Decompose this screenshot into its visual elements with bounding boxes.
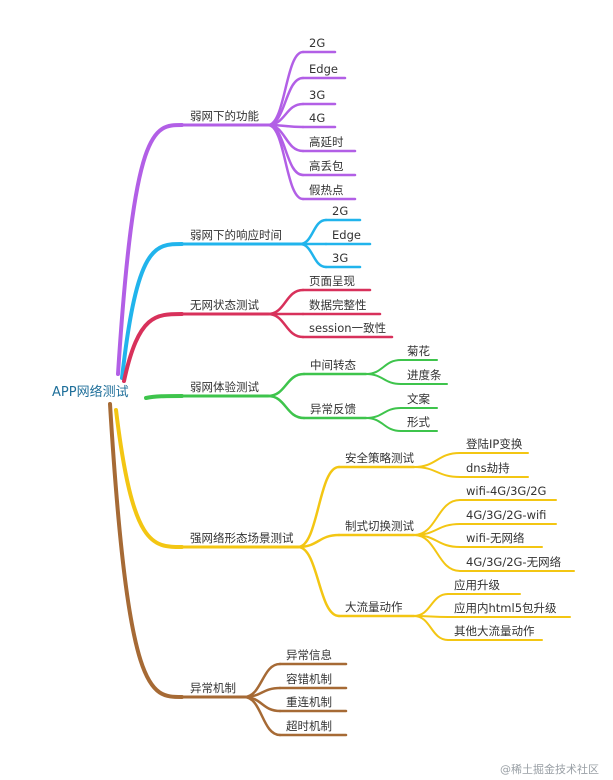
child-label: Edge (309, 62, 338, 76)
leaf-label: 形式 (407, 415, 430, 429)
child-label: 超时机制 (286, 719, 332, 733)
branch-label: 弱网下的响应时间 (190, 228, 282, 242)
leaf-label: 应用内html5包升级 (454, 601, 557, 615)
child-label: 高丢包 (309, 159, 344, 173)
child-label: session一致性 (309, 321, 386, 335)
child-label: 高延时 (309, 135, 344, 149)
child-label: Edge (332, 228, 361, 242)
leaf-label: wifi-4G/3G/2G (466, 484, 546, 498)
root-branch-link (144, 394, 184, 400)
child-label: 2G (309, 36, 325, 50)
branch-label: 异常机制 (190, 681, 236, 695)
node-underlines (180, 50, 575, 737)
child-link (266, 288, 305, 316)
connector-lines (108, 50, 461, 737)
child-label: 3G (309, 88, 325, 102)
child-label: 异常信息 (286, 648, 332, 662)
child-label: 页面呈现 (309, 274, 355, 288)
child-link (242, 695, 282, 737)
leaf-label: 登陆IP变换 (466, 437, 523, 451)
leaf-link (365, 373, 402, 385)
child-label: 容错机制 (286, 672, 332, 686)
leaf-label: 4G/3G/2G-无网络 (466, 555, 562, 569)
leaf-link (365, 407, 402, 419)
leaf-label: dns劫持 (466, 461, 510, 475)
root-node-label: APP网络测试 (52, 384, 129, 400)
branch-label: 弱网体验测试 (190, 380, 259, 394)
root-branch-link (108, 402, 184, 699)
child-link (266, 312, 305, 339)
child-label: 数据完整性 (309, 298, 367, 312)
leaf-label: 菊花 (407, 344, 430, 358)
child-link (242, 686, 282, 699)
leaf-link (365, 359, 402, 375)
child-label: 中间转态 (310, 358, 356, 372)
child-label: 2G (332, 204, 348, 218)
root-branch-link (114, 408, 184, 549)
leaf-label: 进度条 (407, 368, 442, 382)
child-link (296, 465, 341, 549)
child-label: 异常反馈 (310, 402, 356, 416)
leaf-label: 文案 (407, 392, 430, 406)
child-link (266, 394, 306, 420)
branch-label: 强网络形态场景测试 (190, 531, 294, 545)
branch-label: 弱网下的功能 (190, 109, 259, 123)
child-label: 大流量动作 (345, 600, 403, 614)
child-link (296, 533, 341, 549)
child-link (266, 123, 305, 201)
child-label: 假热点 (309, 183, 344, 197)
leaf-link (413, 593, 449, 617)
child-link (298, 242, 328, 269)
root-branch-link (122, 312, 184, 383)
leaf-link (413, 466, 461, 478)
child-link (266, 372, 306, 398)
child-label: 3G (332, 251, 348, 265)
leaf-link (413, 452, 461, 468)
root-branch-link (120, 242, 184, 380)
leaf-label: wifi-无网络 (466, 531, 525, 545)
child-label: 安全策略测试 (345, 451, 414, 465)
child-link (296, 545, 341, 618)
leaf-label: 4G/3G/2G-wifi (466, 508, 546, 522)
child-link (298, 218, 328, 246)
child-label: 重连机制 (286, 695, 332, 709)
child-label: 制式切换测试 (345, 519, 414, 533)
watermark: @稀土掘金技术社区 (500, 762, 599, 776)
leaf-label: 其他大流量动作 (454, 624, 535, 638)
leaf-label: 应用升级 (454, 578, 500, 592)
root-branch-link (116, 123, 184, 376)
child-label: 4G (309, 111, 325, 125)
leaf-link (413, 615, 449, 641)
leaf-link (413, 534, 461, 572)
branch-label: 无网状态测试 (190, 298, 259, 312)
leaf-link (365, 417, 402, 432)
